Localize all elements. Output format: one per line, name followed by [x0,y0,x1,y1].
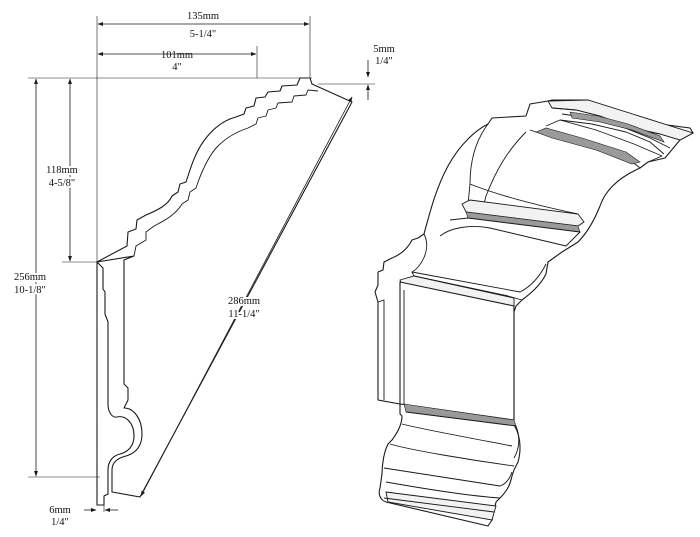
top-lip-imperial-label: 1/4" [375,56,393,67]
bottom-lip-metric-label: 6mm [49,505,71,516]
height-imperial-label: 10-1/8" [14,285,46,296]
bottom-lip-imperial-label: 1/4" [51,517,69,528]
top-lip-metric-label: 5mm [373,44,395,55]
inner-projection-imperial-label: 4" [172,62,182,73]
moulding-perspective [374,99,695,527]
inner-projection-metric-label: 101mm [161,50,193,61]
height-metric-label: 256mm [14,272,46,283]
dimension-labels: 135mm 5-1/4" 101mm 4" 5mm 1/4" 118mm 4-5… [12,11,395,528]
moulding-profile [96,77,353,506]
upper-height-imperial-label: 4-5/8" [49,178,75,189]
dim-face-line [140,96,353,497]
projection-metric-label: 135mm [187,11,219,22]
face-metric-label: 286mm [228,296,260,307]
face-imperial-label: 11-1/4" [228,309,259,320]
projection-imperial-label: 5-1/4" [190,29,216,40]
upper-height-metric-label: 118mm [46,165,78,176]
dimension-lines [28,16,375,512]
